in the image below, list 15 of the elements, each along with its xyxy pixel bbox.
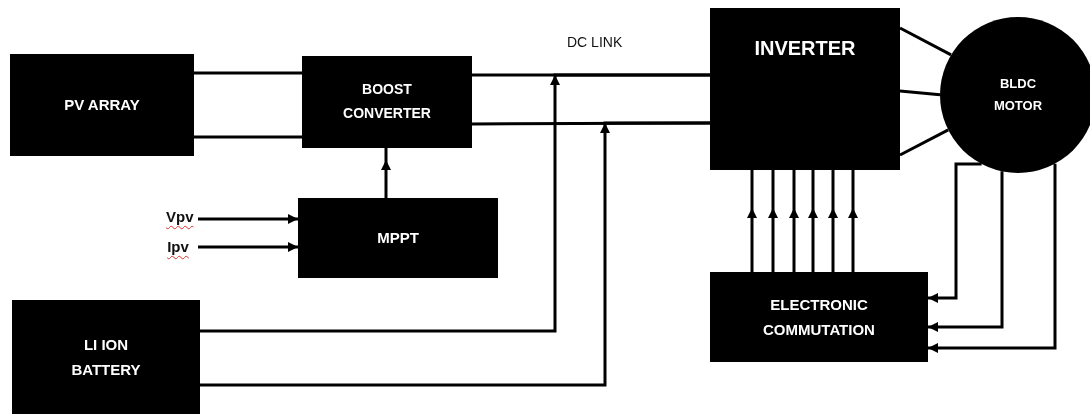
block-label: BOOST CONVERTER xyxy=(342,80,432,123)
block-label: MPPT xyxy=(377,228,419,249)
block-label: ELECTRONIC COMMUTATION xyxy=(762,294,876,340)
block-box xyxy=(302,56,472,148)
block-box xyxy=(298,198,498,278)
block-label: LI ION BATTERY xyxy=(70,334,142,380)
block-label: PV ARRAY xyxy=(64,95,140,116)
bus-label: DC LINK xyxy=(567,34,623,50)
block-box xyxy=(710,272,928,362)
block-box xyxy=(710,8,900,170)
block-label: BLDC MOTOR xyxy=(992,74,1044,115)
block-label: INVERTER xyxy=(754,36,856,61)
block-box xyxy=(12,300,200,414)
block-label: Ipv xyxy=(167,237,189,258)
block-box xyxy=(10,54,194,156)
